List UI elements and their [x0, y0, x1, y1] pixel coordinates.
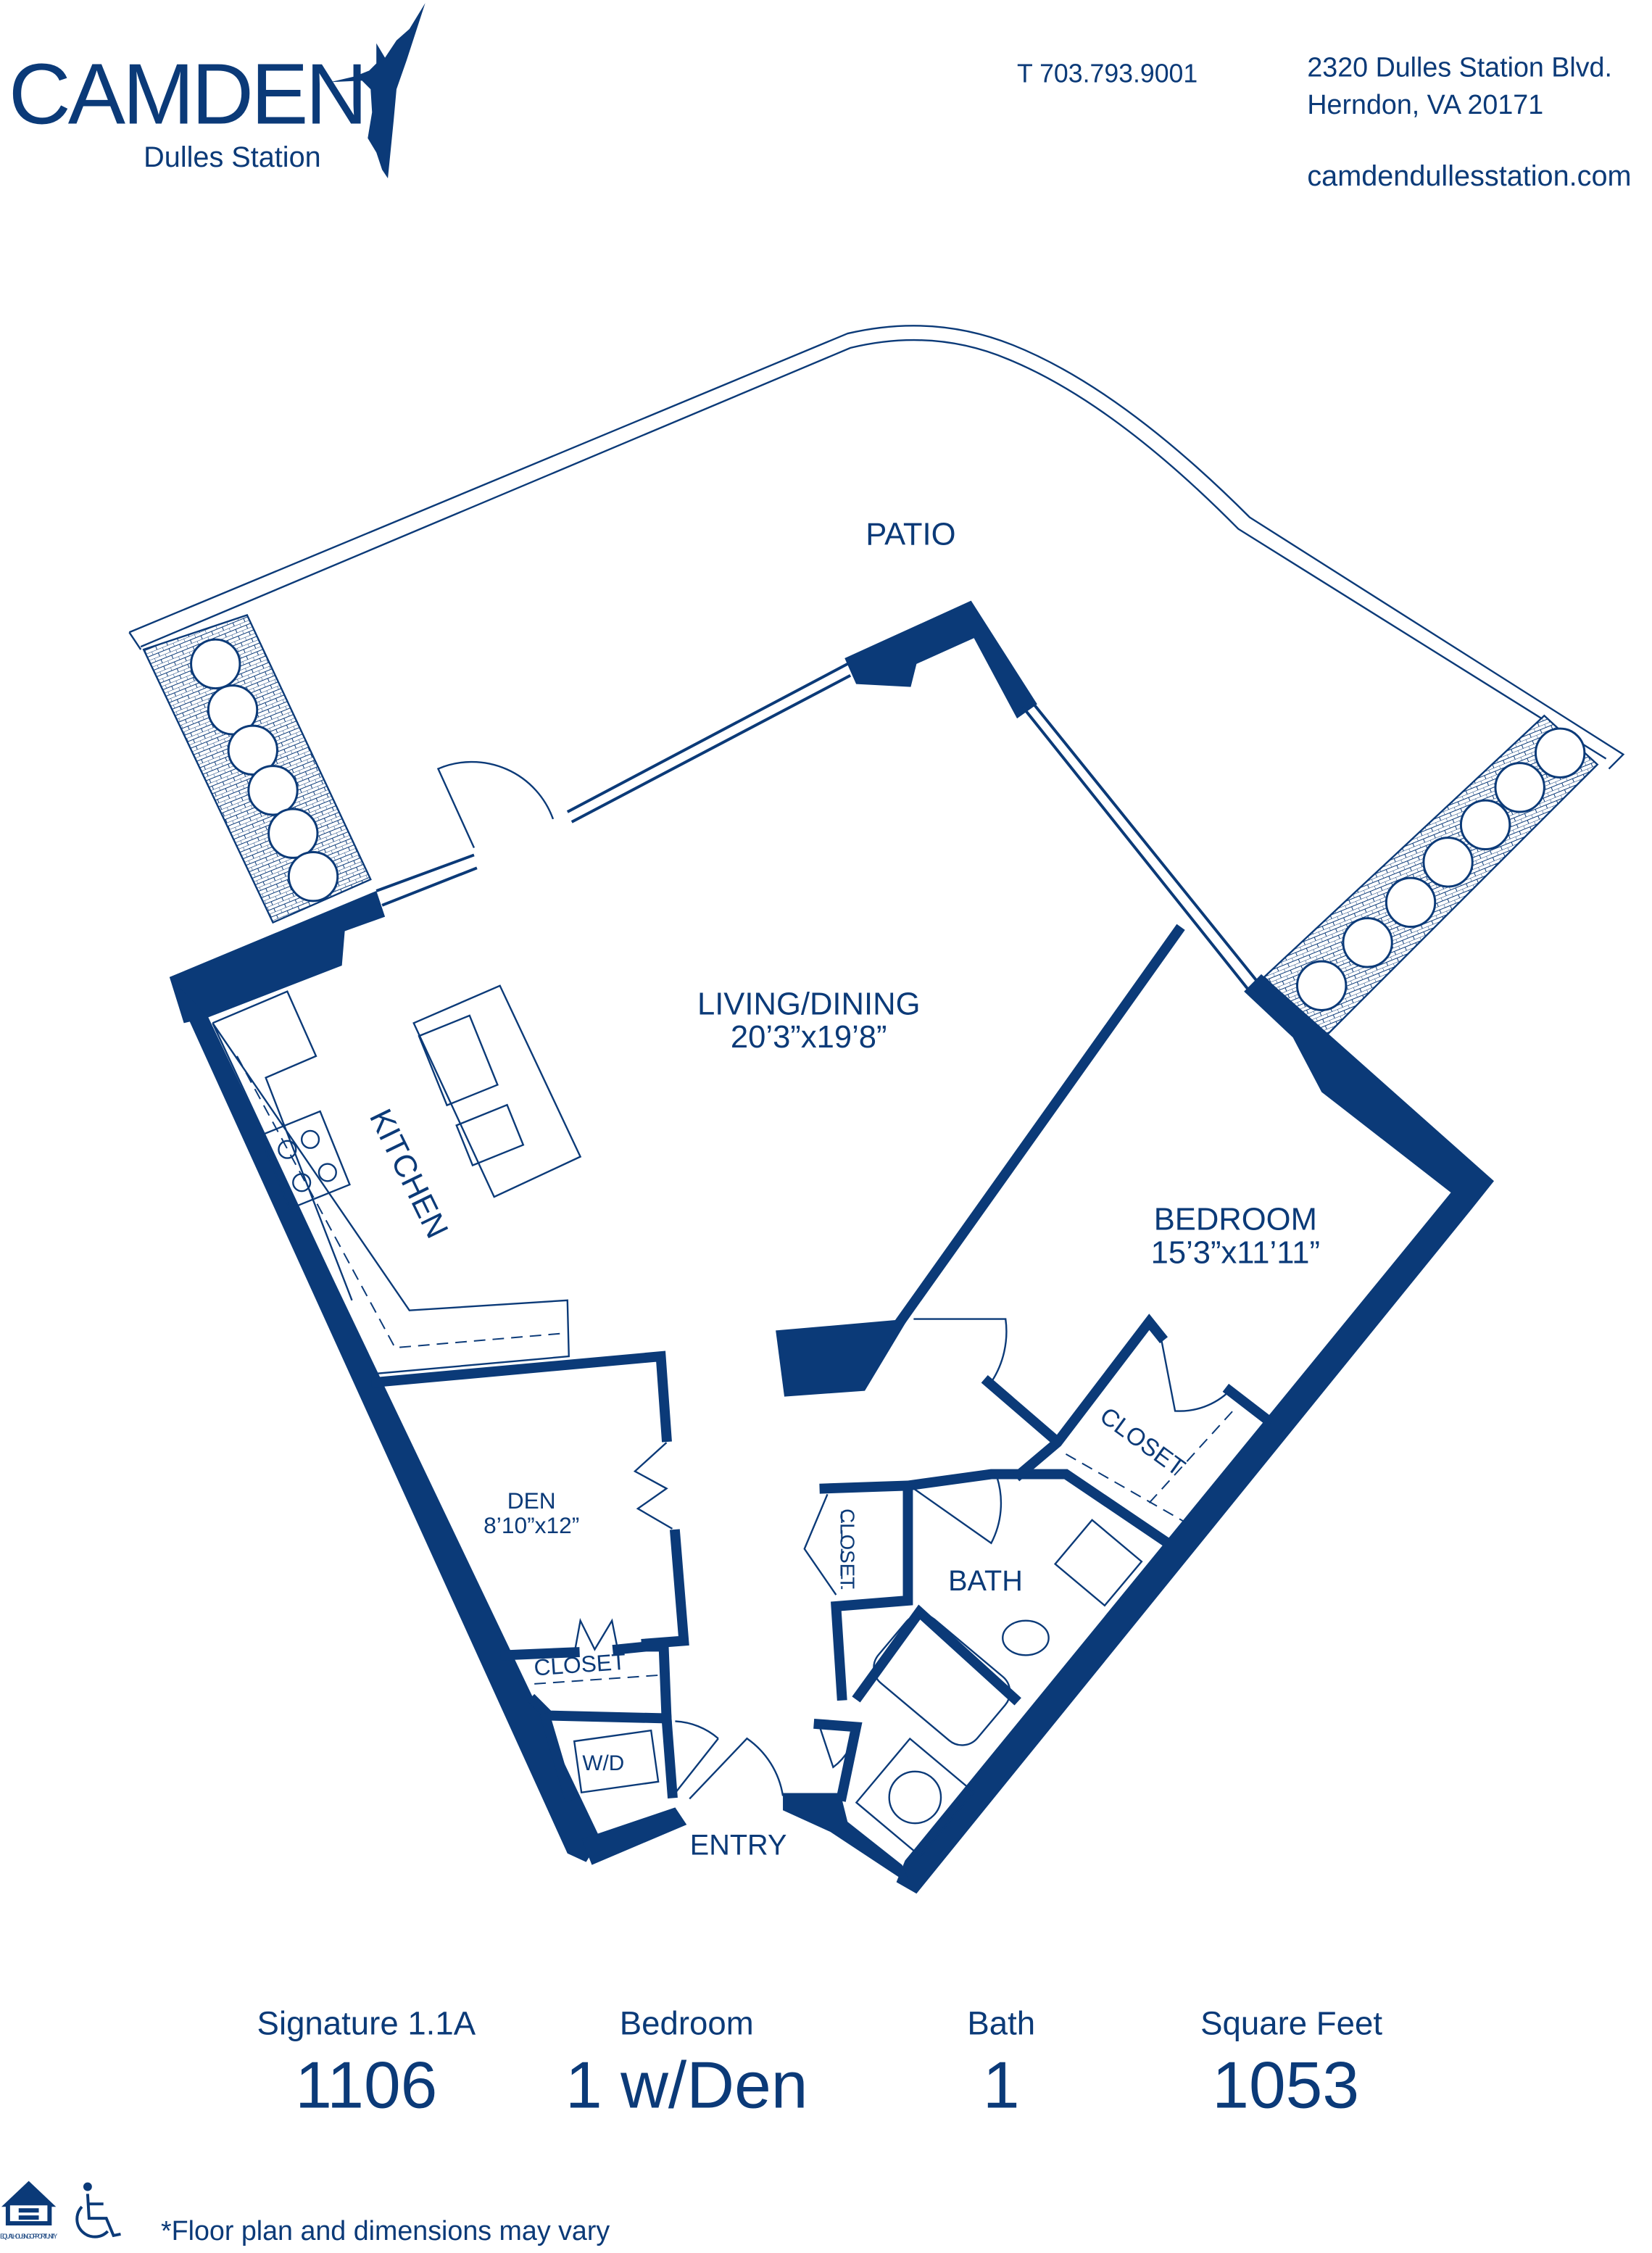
- washer-dryer-icon: [573, 1729, 660, 1794]
- address-line-2: Herndon, VA 20171: [1307, 89, 1543, 120]
- sink-icon: [418, 1014, 499, 1107]
- spec-value: 1: [983, 2049, 1020, 2123]
- kitchen-island: [412, 984, 582, 1198]
- equal-housing-icon: EQUAL HOUSING OPPORTUNITY: [0, 2181, 57, 2240]
- bath-south-wall: [813, 1718, 863, 1802]
- spec-label: Square Feet: [1200, 2004, 1382, 2041]
- header: CAMDEN Dulles Station T 703.793.9001 232…: [9, 3, 1632, 192]
- left-planter-shrubs: [190, 638, 339, 903]
- spec-square-feet: Square Feet 1053: [1200, 2004, 1382, 2122]
- vanity-sink-icon: [1053, 1519, 1143, 1607]
- exterior-wall-west: [169, 976, 601, 1862]
- den-dimensions: 8’10”x12”: [483, 1512, 579, 1538]
- living-window-east: [1021, 700, 1260, 992]
- bedroom-closet-wall: [981, 1314, 1274, 1482]
- kitchen-label: KITCHEN: [362, 1104, 454, 1244]
- den-label: DEN: [507, 1488, 556, 1514]
- exterior-wall-north-west: [169, 890, 386, 1024]
- logo-text: CAMDEN: [9, 46, 365, 143]
- floor-plan: PATIO LIVING/DINING 20’3”x19’8” KITCHEN …: [128, 325, 1625, 1894]
- entry-door[interactable]: [689, 1737, 784, 1800]
- bath-label: BATH: [948, 1565, 1023, 1597]
- exterior-wall-living-north: [844, 600, 1037, 719]
- bath-door[interactable]: [913, 1477, 1003, 1545]
- equal-housing-text: EQUAL HOUSING OPPORTUNITY: [0, 2233, 57, 2240]
- patio-railing-end: [128, 631, 142, 650]
- community-name: Dulles Station: [144, 141, 320, 173]
- bath-walls: [819, 1469, 1171, 1706]
- den-bifold-door[interactable]: [633, 1442, 673, 1530]
- spec-value: 1 w/Den: [565, 2049, 808, 2123]
- closet-rods: [534, 1407, 1237, 1685]
- laundry-door[interactable]: [674, 1720, 719, 1794]
- den-closet-label: CLOSET: [533, 1648, 626, 1681]
- address-line-1: 2320 Dulles Station Blvd.: [1307, 51, 1612, 82]
- patio-label: PATIO: [866, 517, 955, 552]
- spec-value: 1106: [295, 2049, 437, 2123]
- bedroom-wall: [895, 924, 1185, 1327]
- spec-label: Bedroom: [620, 2004, 754, 2041]
- bedroom-closet-label: CLOSET: [1095, 1403, 1190, 1482]
- hall-closet-label: CLOSET: [836, 1509, 858, 1589]
- kitchen-counter: [212, 990, 570, 1375]
- living-dining-label: LIVING/DINING: [697, 987, 921, 1021]
- kitchen-window: [375, 853, 478, 907]
- patio-railing: [128, 325, 1625, 770]
- exterior-wall-east: [896, 974, 1495, 1894]
- dishwasher-icon: [455, 1103, 525, 1167]
- spec-value: 1053: [1212, 2049, 1359, 2123]
- hummingbird-icon: [330, 3, 426, 179]
- footer: EQUAL HOUSING OPPORTUNITY *Floor plan an…: [0, 2181, 610, 2246]
- exterior-wall-south: [783, 1793, 911, 1885]
- den-wall-north: [370, 1350, 672, 1443]
- living-window-north: [566, 663, 852, 823]
- bedroom-label: BEDROOM: [1154, 1203, 1317, 1237]
- camden-logo: CAMDEN Dulles Station: [9, 3, 426, 179]
- den-wall-east: [641, 1529, 689, 1649]
- bedroom-closet-door[interactable]: [1160, 1336, 1231, 1412]
- shower-icon: [855, 1737, 976, 1858]
- spec-bedroom: Bedroom 1 w/Den: [565, 2004, 808, 2122]
- bathtub-icon: [873, 1614, 1011, 1746]
- patio-door[interactable]: [436, 760, 555, 849]
- right-planter-shrubs: [1296, 727, 1586, 1011]
- disclaimer: *Floor plan and dimensions may vary: [161, 2215, 610, 2246]
- spec-label: Signature 1.1A: [257, 2004, 476, 2041]
- living-dining-dimensions: 20’3”x19’8”: [731, 1020, 887, 1055]
- exterior-wall-south-west: [581, 1807, 687, 1865]
- phone-number[interactable]: T 703.793.9001: [1017, 59, 1198, 88]
- bedroom-door[interactable]: [913, 1318, 1008, 1383]
- column: [776, 1319, 908, 1397]
- wd-label: W/D: [582, 1751, 624, 1775]
- website-link[interactable]: camdendullesstation.com: [1307, 160, 1631, 192]
- bedroom-dimensions: 15’3”x11’11”: [1151, 1235, 1320, 1270]
- den-closet-doors[interactable]: [573, 1617, 619, 1653]
- spec-label: Bath: [967, 2004, 1035, 2041]
- cooktop-icon: [259, 1110, 351, 1211]
- linen-door[interactable]: [818, 1724, 858, 1769]
- unit-specs: Signature 1.1A 1106 Bedroom 1 w/Den Bath…: [257, 2004, 1383, 2122]
- toilet-icon: [1002, 1619, 1050, 1656]
- spec-bath: Bath 1: [967, 2004, 1035, 2122]
- spec-plan: Signature 1.1A 1106: [257, 2004, 476, 2122]
- entry-label: ENTRY: [690, 1830, 787, 1862]
- laundry-wall: [539, 1711, 678, 1803]
- hall-closet-door[interactable]: [803, 1493, 837, 1596]
- wheelchair-accessible-icon: [75, 2182, 121, 2239]
